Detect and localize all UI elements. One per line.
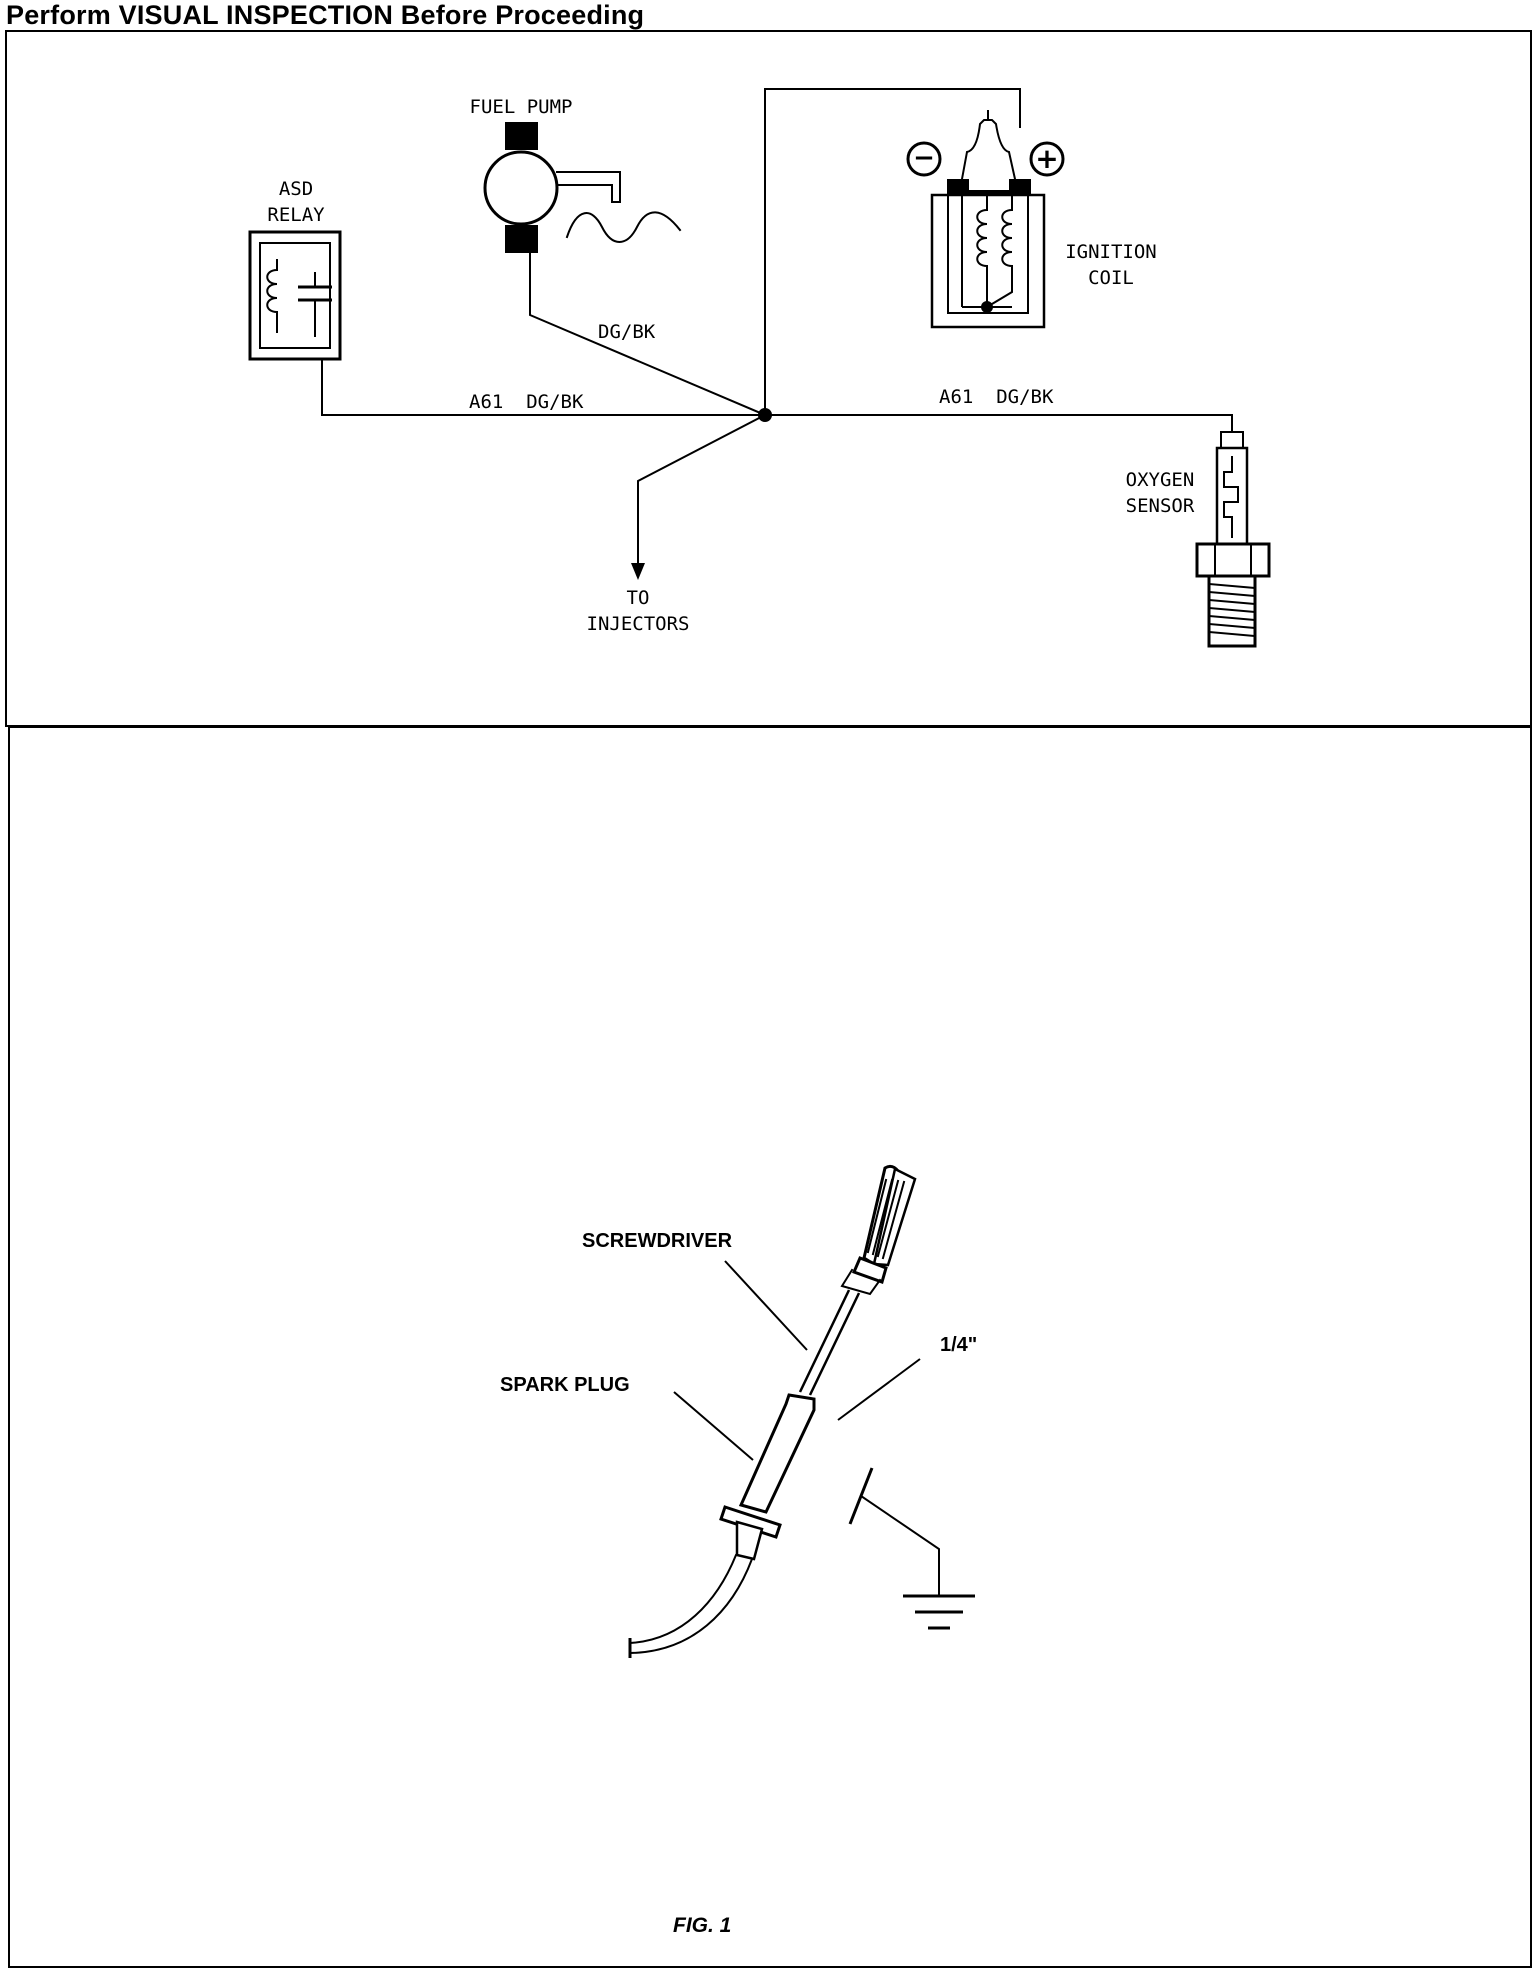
asd-relay-label-line1: ASD bbox=[279, 178, 313, 200]
ignition-coil: − + bbox=[906, 110, 1065, 329]
asd-relay-label-line2: RELAY bbox=[267, 204, 325, 226]
figure-caption: FIG. 1 bbox=[673, 1914, 731, 1937]
coil-positive-icon bbox=[1029, 141, 1065, 177]
coil-negative-icon bbox=[906, 141, 942, 177]
oxygen-sensor-label-line1: OXYGEN bbox=[1126, 469, 1195, 491]
screwdriver-leader bbox=[724, 1260, 808, 1351]
spark-test-illustration: SCREWDRIVER SPARK PLUG 1/4" FIG. 1 bbox=[500, 1164, 977, 1937]
wire-label-right: A61 DG/BK bbox=[939, 386, 1054, 408]
wire-label-left: A61 DG/BK bbox=[469, 391, 584, 413]
injectors-label-line2: INJECTORS bbox=[587, 613, 690, 635]
spark-test-panel: SCREWDRIVER SPARK PLUG 1/4" FIG. 1 bbox=[8, 726, 1532, 1968]
page-title: Perform VISUAL INSPECTION Before Proceed… bbox=[6, 0, 645, 30]
coil-negative-symbol: − bbox=[913, 143, 935, 173]
ground-symbol bbox=[848, 1467, 975, 1630]
oxygen-sensor-label-line2: SENSOR bbox=[1126, 495, 1195, 517]
gap-label: 1/4" bbox=[940, 1334, 977, 1356]
oxygen-sensor bbox=[1195, 431, 1271, 648]
spark-plug-label: SPARK PLUG bbox=[500, 1374, 630, 1396]
asd-relay bbox=[248, 230, 342, 361]
screwdriver-label: SCREWDRIVER bbox=[582, 1230, 733, 1252]
coil-positive-symbol: + bbox=[1035, 142, 1058, 175]
spark-plug bbox=[628, 1393, 816, 1658]
wire-label-pump: DG/BK bbox=[598, 321, 656, 343]
ignition-coil-label-line2: COIL bbox=[1088, 267, 1134, 289]
ignition-coil-label-line1: IGNITION bbox=[1065, 241, 1157, 263]
fuel-pump bbox=[483, 122, 682, 253]
gap-leader bbox=[837, 1358, 921, 1421]
injectors-label-line1: TO bbox=[627, 587, 650, 609]
wiring-diagram-panel: ASD RELAY FUEL PUMP DG/BK A61 DG/BK A61 … bbox=[5, 30, 1532, 727]
spark-plug-leader bbox=[673, 1391, 754, 1461]
wiring bbox=[321, 88, 1233, 580]
wiring-diagram: ASD RELAY FUEL PUMP DG/BK A61 DG/BK A61 … bbox=[248, 88, 1271, 648]
screwdriver bbox=[798, 1164, 917, 1396]
fuel-pump-label: FUEL PUMP bbox=[470, 96, 573, 118]
